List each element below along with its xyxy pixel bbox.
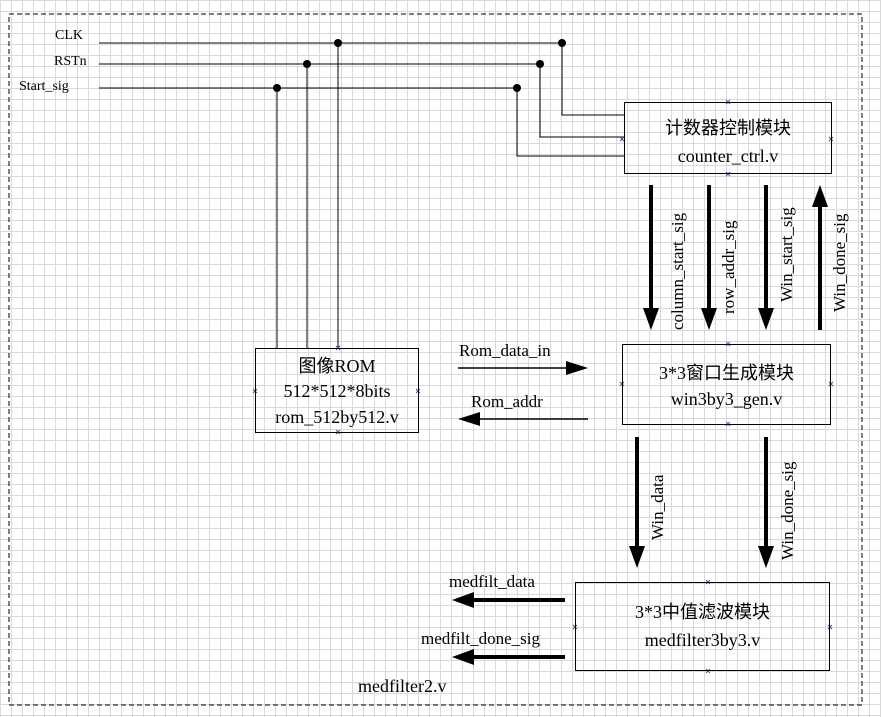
clk-label: CLK — [55, 28, 83, 43]
win-data-label: Win_data — [648, 474, 667, 540]
top-module-name: medfilter2.v — [358, 676, 447, 696]
rom-data-in-label: Rom_data_in — [459, 341, 551, 360]
counter-ctrl-title: 计数器控制模块 — [665, 118, 791, 138]
junction-dots — [273, 39, 566, 92]
win3by3-gen-title: 3*3窗口生成模块 — [659, 363, 794, 383]
rstn-label: RSTn — [54, 54, 87, 69]
medfilter3by3-module: 3*3中值滤波模块 medfilter3by3.v — [575, 582, 830, 671]
win-done-sig-down-label: Win_done_sig — [778, 461, 797, 560]
win-done-sig-up-label: Win_done_sig — [830, 213, 849, 312]
counter-to-window-arrows — [643, 185, 828, 330]
image-rom-size: 512*512*8bits — [283, 381, 391, 401]
medfilter3by3-title: 3*3中值滤波模块 — [635, 602, 770, 622]
filter-output-arrows — [452, 592, 565, 665]
win3by3-gen-module: 3*3窗口生成模块 win3by3_gen.v — [622, 344, 831, 425]
win3by3-gen-file: win3by3_gen.v — [670, 389, 783, 409]
counter-ctrl-file: counter_ctrl.v — [677, 146, 779, 166]
rom-addr-label: Rom_addr — [471, 392, 543, 411]
medfilt-done-sig-label: medfilt_done_sig — [421, 629, 540, 648]
win-start-sig-label: Win_start_sig — [777, 207, 796, 302]
start-sig-label: Start_sig — [19, 79, 69, 94]
medfilt-data-label: medfilt_data — [449, 572, 535, 591]
medfilter3by3-file: medfilter3by3.v — [644, 630, 761, 650]
top-module-frame — [8, 13, 863, 706]
rom-window-arrows — [458, 361, 588, 426]
image-rom-file: rom_512by512.v — [275, 407, 399, 427]
window-to-filter-arrows — [629, 437, 774, 568]
column-start-sig-label: column_start_sig — [668, 212, 687, 330]
image-rom-title: 图像ROM — [298, 356, 376, 376]
input-bus — [99, 42, 624, 348]
counter-ctrl-module: 计数器控制模块 counter_ctrl.v — [624, 102, 832, 174]
row-addr-sig-label: row_addr_sig — [719, 220, 738, 314]
image-rom-module: 图像ROM 512*512*8bits rom_512by512.v — [255, 348, 419, 433]
